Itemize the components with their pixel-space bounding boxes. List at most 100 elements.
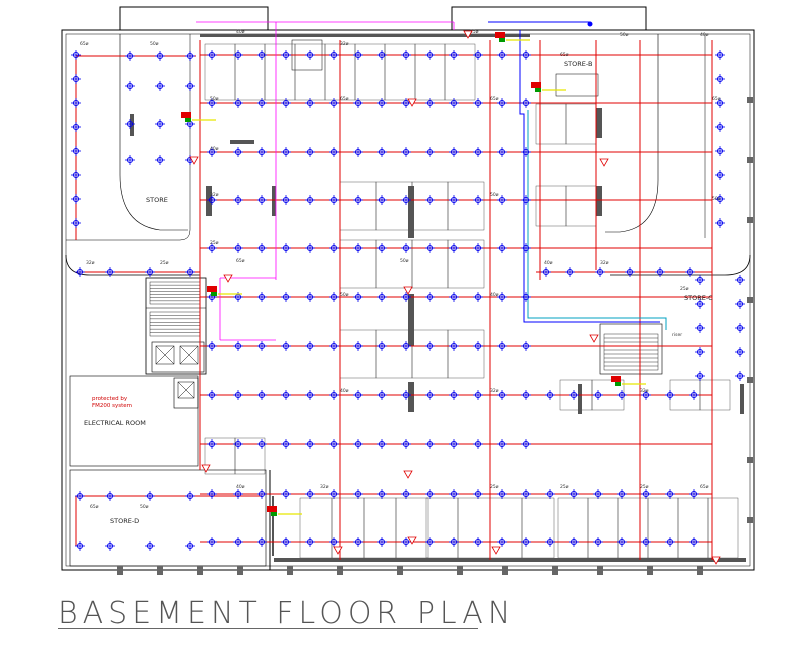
room-label-store-b: STORE-B — [564, 60, 592, 68]
lift-cross — [179, 345, 199, 365]
column — [747, 97, 753, 103]
sprinkler-head-icon — [665, 489, 675, 499]
sprinkler-head-icon — [473, 243, 483, 253]
top-wall-fill — [200, 34, 530, 37]
sprinkler-head-icon — [281, 489, 291, 499]
sprinkler-head-icon — [125, 155, 135, 165]
sprinkler-head-icon — [257, 243, 267, 253]
sprinkler-head-icon — [715, 98, 725, 108]
sprinkler-head-icon — [735, 371, 745, 381]
fm200-note-line1: protected by — [92, 396, 128, 402]
pipe-size-label: 25ø — [640, 484, 649, 490]
sprinkler-head-icon — [497, 50, 507, 60]
stair-icon — [603, 333, 659, 371]
room-label-store: STORE — [146, 196, 168, 204]
column — [747, 157, 753, 163]
column — [747, 217, 753, 223]
sprinkler-heads — [71, 50, 745, 551]
sprinkler-head-icon — [71, 98, 81, 108]
sprinkler-head-icon — [305, 50, 315, 60]
column — [337, 566, 343, 575]
sprinkler-head-icon — [377, 147, 387, 157]
sprinkler-head-icon — [305, 98, 315, 108]
sprinkler-head-icon — [75, 541, 85, 551]
ramp-block — [740, 384, 744, 414]
sprinkler-head-icon — [521, 439, 531, 449]
sprinkler-head-icon — [715, 74, 725, 84]
sprinkler-head-icon — [401, 147, 411, 157]
sprinkler-head-icon — [449, 195, 459, 205]
sprinkler-head-icon — [233, 537, 243, 547]
structural-columns — [117, 97, 753, 575]
pipe-size-label: 32ø — [320, 484, 329, 490]
pipe-size-label: 50ø — [490, 192, 499, 198]
sprinkler-head-icon — [71, 170, 81, 180]
sprinkler-head-icon — [207, 341, 217, 351]
sprinkler-head-icon — [497, 147, 507, 157]
sprinkler-head-icon — [715, 50, 725, 60]
sprinkler-head-icon — [665, 390, 675, 400]
extinguisher-icon — [463, 30, 473, 39]
pipe-size-label: 65ø — [340, 96, 349, 102]
extinguisher-icon — [403, 470, 413, 479]
sprinkler-head-icon — [185, 81, 195, 91]
sprinkler-head-icon — [207, 537, 217, 547]
ramp-block — [272, 186, 276, 216]
pipe-size-label: 40ø — [236, 484, 245, 490]
extinguisher-icon — [711, 556, 721, 565]
riser-line — [488, 21, 667, 330]
sprinkler-head-icon — [145, 267, 155, 277]
sprinkler-head-icon — [401, 195, 411, 205]
sprinkler-head-icon — [233, 439, 243, 449]
sprinkler-head-icon — [425, 292, 435, 302]
sprinkler-head-icon — [497, 195, 507, 205]
room-label-store-c: STORE-C — [684, 294, 713, 302]
sprinkler-head-icon — [497, 98, 507, 108]
column — [287, 566, 293, 575]
sprinkler-head-icon — [281, 195, 291, 205]
riser-marker — [587, 21, 593, 27]
sprinkler-head-icon — [207, 98, 217, 108]
pipe-size-label: 50ø — [210, 96, 219, 102]
sprinkler-head-icon — [545, 390, 555, 400]
ramp-block — [596, 186, 602, 216]
title-underline — [58, 628, 478, 629]
sprinkler-head-icon — [233, 195, 243, 205]
sprinkler-head-icon — [353, 50, 363, 60]
ramp-block — [272, 496, 274, 556]
sprinkler-head-icon — [689, 537, 699, 547]
column — [597, 566, 603, 575]
extinguisher-icon — [403, 286, 413, 295]
sprinkler-head-icon — [401, 292, 411, 302]
pipe-size-label: 65ø — [236, 258, 245, 264]
sprinkler-head-icon — [155, 51, 165, 61]
sprinkler-head-icon — [71, 194, 81, 204]
sprinkler-head-icon — [71, 50, 81, 60]
sprinkler-head-icon — [145, 541, 155, 551]
column — [747, 517, 753, 523]
sprinkler-head-icon — [377, 98, 387, 108]
pipe-size-label: 50ø — [712, 196, 721, 202]
sprinkler-head-icon — [695, 299, 705, 309]
sprinkler-head-icon — [545, 489, 555, 499]
room-label-electrical: ELECTRICAL ROOM — [84, 419, 146, 427]
sprinkler-head-icon — [257, 390, 267, 400]
sprinkler-head-icon — [305, 195, 315, 205]
sprinkler-head-icon — [377, 537, 387, 547]
sprinkler-head-icon — [353, 243, 363, 253]
sprinkler-head-icon — [497, 390, 507, 400]
sprinkler-head-icon — [521, 195, 531, 205]
parking-bay — [447, 329, 485, 379]
sprinkler-head-icon — [521, 243, 531, 253]
sprinkler-head-icon — [685, 267, 695, 277]
sprinkler-head-icon — [207, 489, 217, 499]
sprinkler-head-icon — [401, 489, 411, 499]
sprinkler-head-icon — [695, 371, 705, 381]
sprinkler-head-icon — [353, 292, 363, 302]
sprinkler-head-icon — [281, 439, 291, 449]
sprinkler-head-icon — [565, 267, 575, 277]
sprinkler-head-icon — [401, 98, 411, 108]
sprinkler-head-icon — [545, 537, 555, 547]
sprinkler-head-icon — [329, 489, 339, 499]
lift-cross — [177, 381, 195, 399]
